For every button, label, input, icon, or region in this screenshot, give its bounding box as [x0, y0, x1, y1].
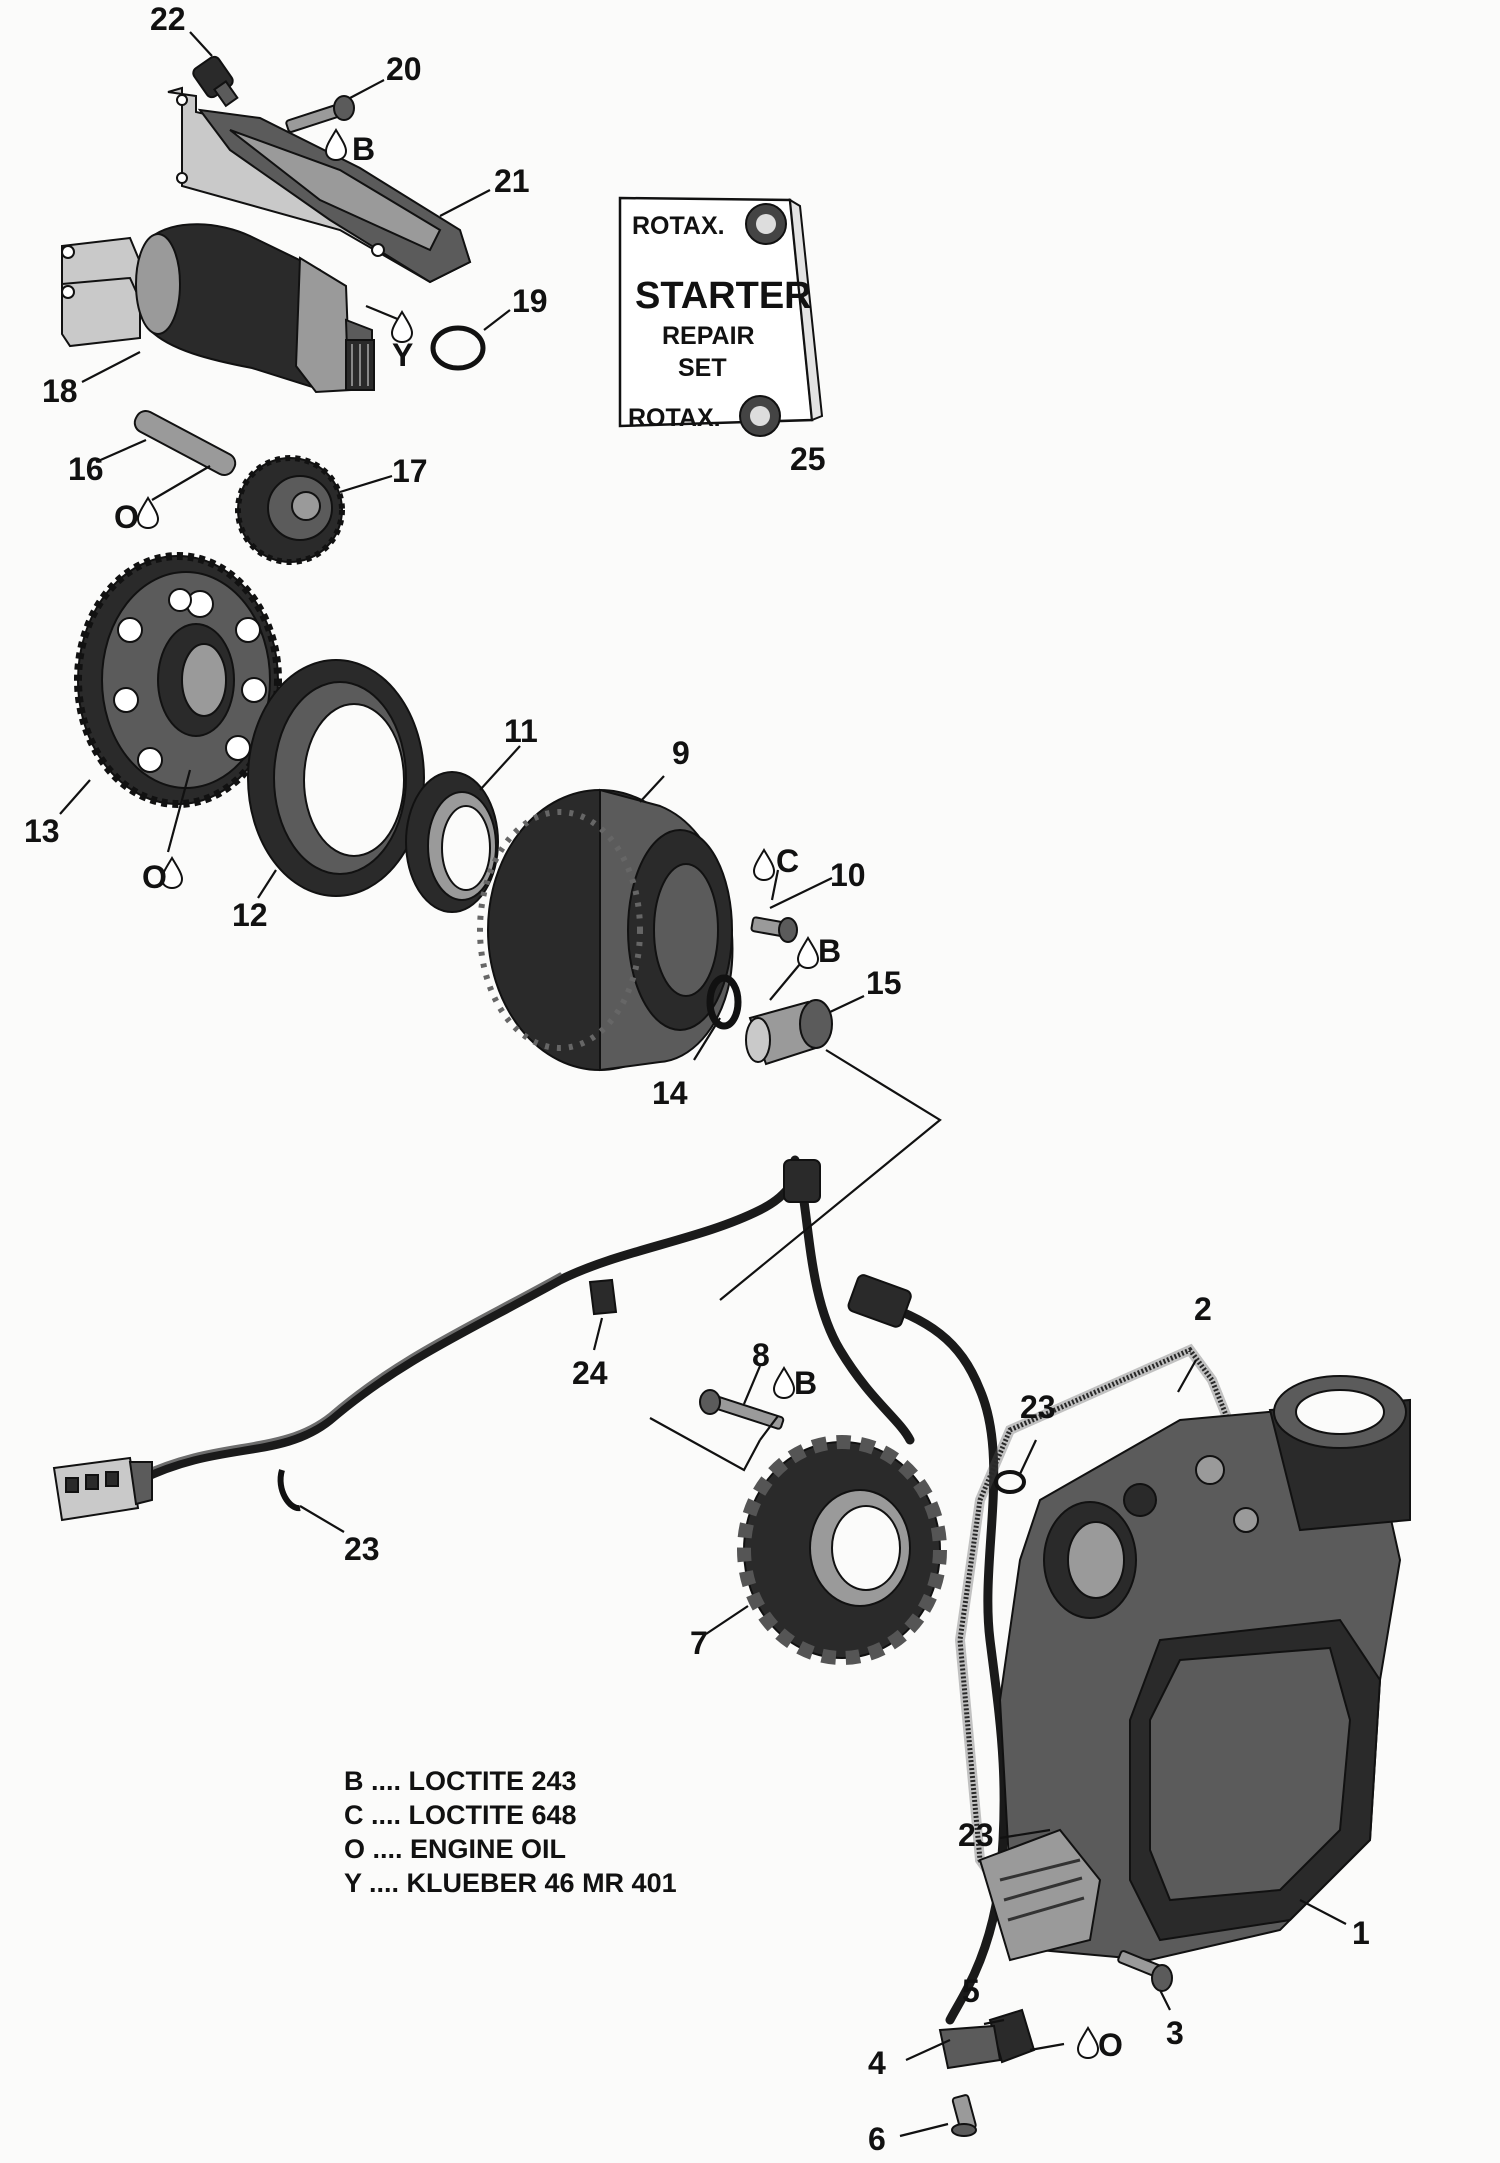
callout-13: 13	[24, 813, 60, 849]
lubricant-code-labels: B Y O O C B B O	[114, 131, 1123, 2063]
callout-labels: 22 20 21 19 18 16 17 13 12 11 9 10 15 14…	[24, 1, 1370, 2157]
part-11-ring	[405, 771, 499, 913]
code-part-13: O	[142, 859, 167, 895]
part-19-o-ring	[430, 325, 486, 371]
part-16-shaft	[133, 409, 237, 477]
code-part-8: B	[794, 1365, 817, 1401]
part-20-bolt	[285, 95, 355, 133]
part-13-ring-gear	[74, 552, 282, 808]
part-8-screw	[699, 1389, 785, 1430]
callout-23-gasket: 23	[1020, 1389, 1056, 1425]
part-15-bolt	[745, 999, 833, 1066]
callout-25: 25	[790, 441, 826, 477]
callout-21: 21	[494, 163, 530, 199]
part-23-clip-harness	[277, 1469, 301, 1511]
callout-14: 14	[652, 1075, 688, 1111]
callout-5: 5	[962, 1973, 980, 2009]
kit-title: STARTER	[635, 275, 812, 317]
drop-icon	[160, 856, 184, 890]
callout-18: 18	[42, 373, 78, 409]
callout-9: 9	[672, 735, 690, 771]
callout-16: 16	[68, 451, 104, 487]
drop-icon	[1076, 2026, 1100, 2060]
drop-icon	[772, 1366, 796, 1400]
code-part-5: O	[1098, 2027, 1123, 2063]
wiring-harness	[52, 1155, 1009, 2025]
code-part-15: B	[818, 933, 841, 969]
callout-3: 3	[1166, 2015, 1184, 2051]
part-17-gear	[235, 455, 345, 565]
part-6-screw	[951, 2094, 977, 2137]
part-3-screw	[1117, 1950, 1173, 1992]
callout-23-cover: 23	[958, 1817, 994, 1853]
kit-line-repair: REPAIR	[662, 322, 755, 350]
part-14-washer	[706, 974, 742, 1030]
code-part-10: C	[776, 843, 799, 879]
callout-12: 12	[232, 897, 268, 933]
part-9-rotor	[477, 788, 734, 1072]
part-10-bolt	[750, 916, 798, 943]
part-24-clip	[588, 1278, 618, 1316]
part-21-bracket	[167, 86, 472, 284]
callout-22: 22	[150, 1, 186, 37]
leader-lines	[59, 31, 1347, 2138]
lubricant-drop-icons	[136, 128, 1100, 2060]
callout-4: 4	[868, 2045, 886, 2081]
callout-11: 11	[504, 713, 538, 749]
legend-line-b: B .... LOCTITE 243	[344, 1766, 577, 1796]
lubricant-legend: B .... LOCTITE 243 C .... LOCTITE 648 O …	[344, 1766, 677, 1898]
part-25-repair-set-label: ROTAX. STARTER REPAIR SET ROTAX.	[618, 196, 824, 437]
code-part-20: B	[352, 131, 375, 167]
code-part-16: O	[114, 499, 139, 535]
callout-6: 6	[868, 2121, 886, 2157]
legend-line-y: Y .... KLUEBER 46 MR 401	[344, 1868, 677, 1898]
drop-icon	[390, 310, 414, 344]
drop-icon	[324, 128, 348, 162]
kit-brand-bottom: ROTAX.	[628, 404, 721, 432]
legend-line-c: C .... LOCTITE 648	[344, 1800, 577, 1830]
legend-line-o: O .... ENGINE OIL	[344, 1834, 566, 1864]
drop-icon	[752, 848, 776, 882]
part-18-starter-motor	[61, 223, 375, 394]
drop-icon	[136, 496, 160, 530]
part-12-clutch-ring	[247, 659, 425, 897]
part-22-screw	[192, 55, 239, 108]
callout-19: 19	[512, 283, 548, 319]
callout-10: 10	[830, 857, 866, 893]
part-7-stator	[737, 1435, 947, 1665]
callout-7: 7	[690, 1625, 708, 1661]
kit-line-set: SET	[678, 354, 727, 382]
code-part-18: Y	[392, 337, 413, 373]
drop-icon	[796, 936, 820, 970]
part-1-magneto-cover	[978, 1375, 1411, 1962]
callout-20: 20	[386, 51, 422, 87]
callout-17: 17	[392, 453, 428, 489]
callout-24: 24	[572, 1355, 608, 1391]
kit-brand-top: ROTAX.	[632, 212, 725, 240]
callout-1: 1	[1352, 1915, 1370, 1951]
callout-23-harness: 23	[344, 1531, 380, 1567]
callout-15: 15	[866, 965, 902, 1001]
callout-2: 2	[1194, 1291, 1212, 1327]
callout-8: 8	[752, 1337, 770, 1373]
